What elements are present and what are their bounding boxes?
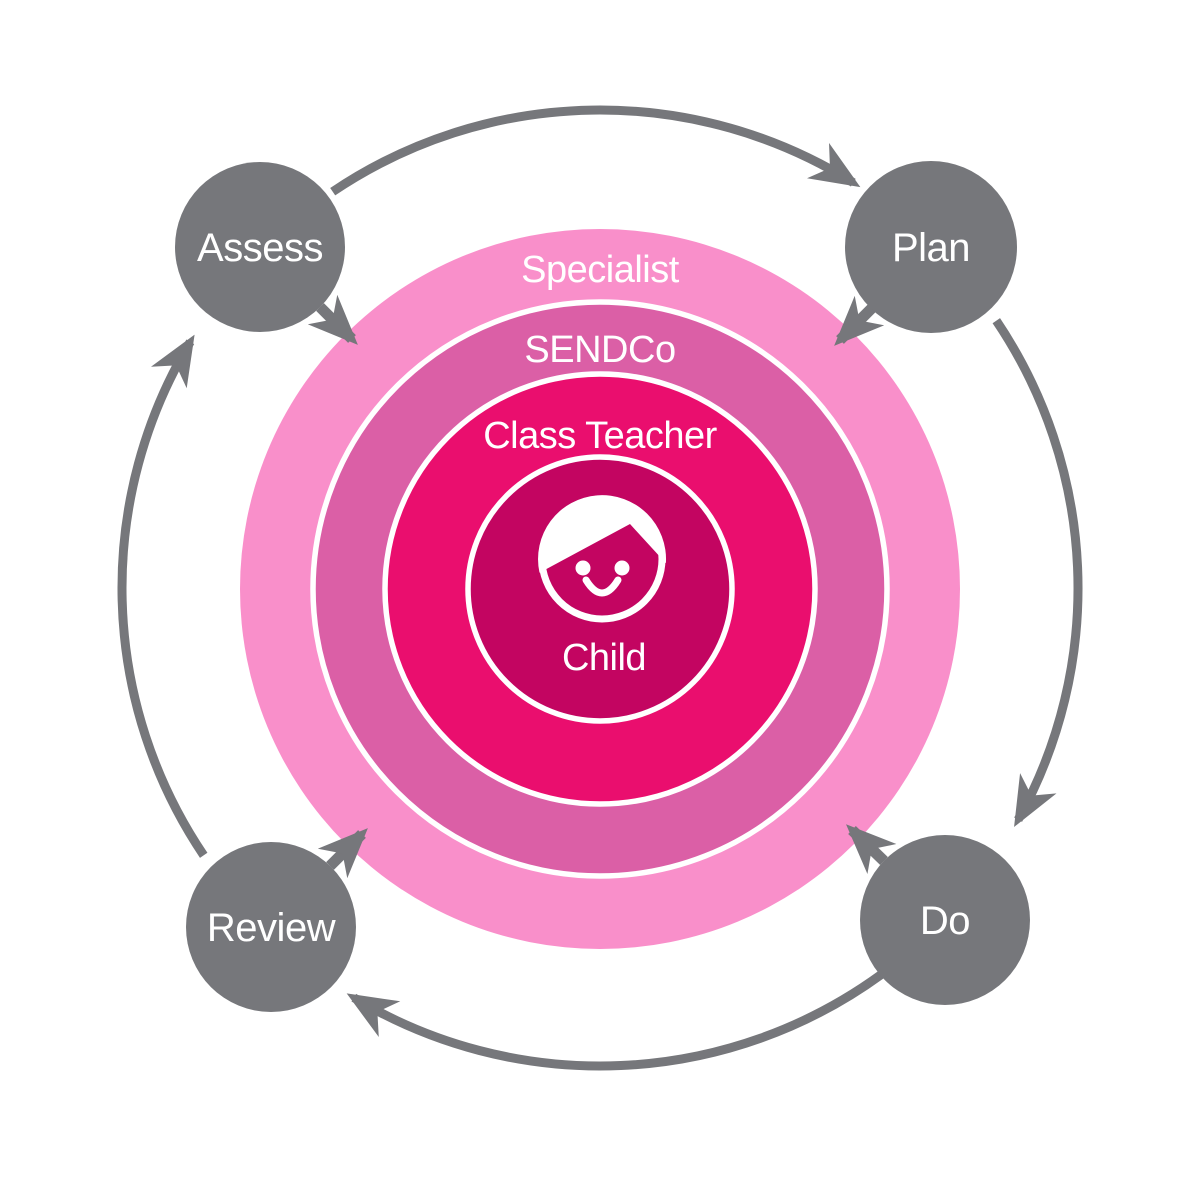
step-assess-circle: [175, 162, 345, 332]
support-rings: Specialist SENDCo Class Teacher Child: [240, 229, 960, 949]
cycle-arrows: [117, 105, 1083, 1071]
ring-label-class-teacher: Class Teacher: [483, 415, 717, 457]
arrow-plan-inward: [834, 295, 885, 346]
inward-arrows: [307, 294, 897, 879]
step-do: Do: [860, 835, 1030, 1005]
arrow-plan-to-do: [992, 318, 1083, 827]
ring-label-sendco: SENDCo: [524, 329, 675, 371]
arrow-review-inward: [317, 828, 368, 879]
step-review-label: Review: [207, 906, 336, 950]
smile: [582, 576, 622, 597]
ring-label-child: Child: [562, 637, 646, 679]
ring-label-specialist: Specialist: [521, 249, 680, 291]
arrow-review-to-assess: [117, 334, 208, 858]
arrow-assess-to-plan: [330, 105, 861, 196]
hair-shape: [538, 495, 667, 573]
step-plan-circle: [845, 161, 1017, 333]
step-assess: Assess: [175, 162, 345, 332]
step-plan: Plan: [845, 161, 1017, 333]
step-plan-label: Plan: [892, 226, 970, 270]
left-eye: [575, 560, 591, 576]
ring-child: [465, 454, 735, 724]
child-face-icon: [538, 495, 667, 623]
right-eye: [614, 560, 630, 576]
arrow-do-inward: [846, 824, 897, 874]
cycle-steps: Assess Plan Do Review: [175, 161, 1030, 1012]
step-review-circle: [186, 842, 356, 1012]
step-review: Review: [186, 842, 356, 1012]
step-do-circle: [860, 835, 1030, 1005]
step-do-label: Do: [920, 899, 970, 943]
step-assess-label: Assess: [197, 226, 323, 270]
arrow-do-to-review: [346, 971, 884, 1071]
arrow-assess-inward: [307, 294, 358, 345]
